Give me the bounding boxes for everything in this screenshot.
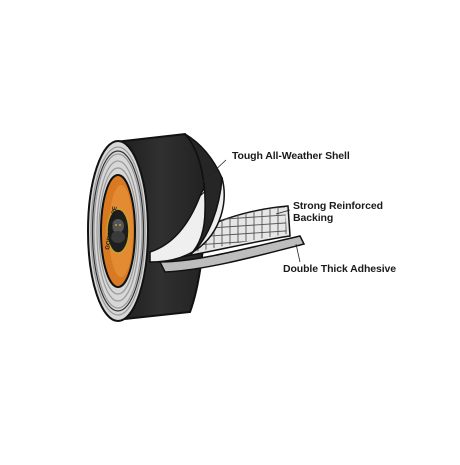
adhesive-leader-line <box>295 243 301 263</box>
shell-callout: Tough All-Weather Shell <box>232 150 350 162</box>
gorilla-logo-icon <box>106 208 130 254</box>
tape-wrap-lines <box>90 146 146 316</box>
shell-callout-text: Tough All-Weather Shell <box>232 150 350 162</box>
backing-callout-line1: Strong Reinforced <box>293 200 383 212</box>
shell-leader-line <box>195 159 227 189</box>
backing-callout-line2: Backing <box>293 212 334 224</box>
adhesive-callout: Double Thick Adhesive <box>283 263 396 275</box>
backing-callout: Strong Reinforced Backing <box>293 200 383 224</box>
shell-top-edge <box>184 133 223 256</box>
backing-leader-line <box>275 209 291 215</box>
adhesive-callout-text: Double Thick Adhesive <box>283 263 397 275</box>
adhesive-layer <box>158 235 306 273</box>
